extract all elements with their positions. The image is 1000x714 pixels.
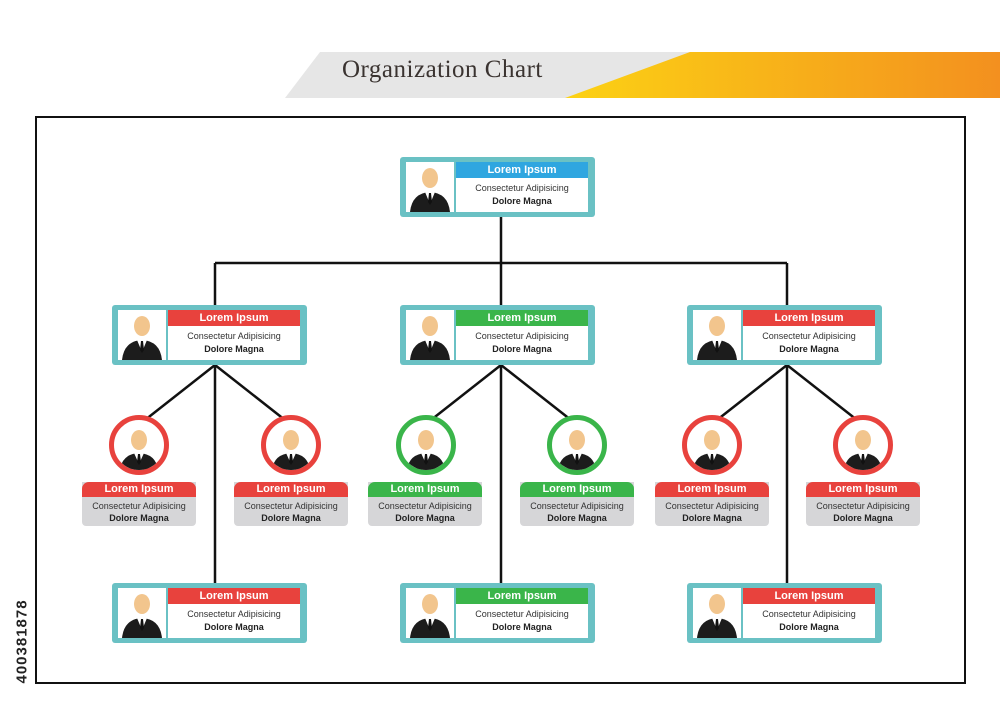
- circle-node-detail: Dolore Magna: [109, 513, 169, 523]
- circle-node-subtitle: Consectetur Adipisicing: [244, 501, 338, 511]
- person-avatar-icon: [261, 415, 321, 475]
- circle-node-detail: Dolore Magna: [547, 513, 607, 523]
- circle-node-label: Lorem Ipsum Consectetur Adipisicing Dolo…: [234, 482, 348, 526]
- stock-id-watermark: 400381878: [10, 475, 34, 695]
- person-avatar-icon: [406, 588, 454, 638]
- org-card-top: Lorem Ipsum Consectetur Adipisicing Dolo…: [400, 157, 595, 217]
- circle-node-subtitle: Consectetur Adipisicing: [665, 501, 759, 511]
- circle-node-detail: Dolore Magna: [833, 513, 893, 523]
- circle-node-title: Lorem Ipsum: [368, 482, 482, 497]
- card-title: Lorem Ipsum: [168, 588, 300, 604]
- chart-frame: [35, 116, 966, 684]
- person-avatar-icon: [396, 415, 456, 475]
- person-avatar-icon: [833, 415, 893, 475]
- org-card-mid-center: Lorem Ipsum Consectetur Adipisicing Dolo…: [400, 305, 595, 365]
- circle-node-label: Lorem Ipsum Consectetur Adipisicing Dolo…: [520, 482, 634, 526]
- circle-node-label: Lorem Ipsum Consectetur Adipisicing Dolo…: [655, 482, 769, 526]
- card-title: Lorem Ipsum: [456, 588, 588, 604]
- stock-id-text: 400381878: [13, 599, 31, 684]
- card-title: Lorem Ipsum: [743, 310, 875, 326]
- circle-node-title: Lorem Ipsum: [655, 482, 769, 497]
- card-detail: Dolore Magna: [779, 344, 839, 354]
- connector-right-circle-b: [786, 364, 858, 421]
- circle-node-detail: Dolore Magna: [261, 513, 321, 523]
- circle-node-title: Lorem Ipsum: [234, 482, 348, 497]
- org-card-mid-right: Lorem Ipsum Consectetur Adipisicing Dolo…: [687, 305, 882, 365]
- card-subtitle: Consectetur Adipisicing: [762, 609, 856, 619]
- card-detail: Dolore Magna: [204, 344, 264, 354]
- circle-node-subtitle: Consectetur Adipisicing: [92, 501, 186, 511]
- connector-left-circle-b: [214, 364, 286, 421]
- circle-node-detail: Dolore Magna: [682, 513, 742, 523]
- person-avatar-icon: [693, 310, 741, 360]
- person-avatar-icon: [118, 310, 166, 360]
- card-subtitle: Consectetur Adipisicing: [187, 331, 281, 341]
- person-avatar-icon: [547, 415, 607, 475]
- circle-node-title: Lorem Ipsum: [520, 482, 634, 497]
- card-title: Lorem Ipsum: [743, 588, 875, 604]
- person-avatar-icon: [682, 415, 742, 475]
- org-card-bottom-left: Lorem Ipsum Consectetur Adipisicing Dolo…: [112, 583, 307, 643]
- person-avatar-icon: [109, 415, 169, 475]
- circle-node-subtitle: Consectetur Adipisicing: [378, 501, 472, 511]
- person-avatar-icon: [693, 588, 741, 638]
- card-title: Lorem Ipsum: [456, 310, 588, 326]
- connector-center-circle-b: [500, 364, 572, 421]
- card-subtitle: Consectetur Adipisicing: [475, 331, 569, 341]
- title-banner: [285, 52, 1000, 98]
- connector-center-circle-a: [430, 364, 502, 421]
- card-title: Lorem Ipsum: [168, 310, 300, 326]
- circle-node-label: Lorem Ipsum Consectetur Adipisicing Dolo…: [82, 482, 196, 526]
- card-detail: Dolore Magna: [779, 622, 839, 632]
- card-title: Lorem Ipsum: [456, 162, 588, 178]
- circle-node-subtitle: Consectetur Adipisicing: [816, 501, 910, 511]
- card-subtitle: Consectetur Adipisicing: [187, 609, 281, 619]
- connector-left-circle-a: [144, 364, 216, 421]
- page-title: Organization Chart: [342, 56, 543, 83]
- card-detail: Dolore Magna: [492, 344, 552, 354]
- connector-right-circle-a: [716, 364, 788, 421]
- circle-node-title: Lorem Ipsum: [82, 482, 196, 497]
- org-card-bottom-right: Lorem Ipsum Consectetur Adipisicing Dolo…: [687, 583, 882, 643]
- circle-node-label: Lorem Ipsum Consectetur Adipisicing Dolo…: [806, 482, 920, 526]
- card-subtitle: Consectetur Adipisicing: [475, 183, 569, 193]
- card-subtitle: Consectetur Adipisicing: [762, 331, 856, 341]
- org-card-mid-left: Lorem Ipsum Consectetur Adipisicing Dolo…: [112, 305, 307, 365]
- banner-orange-band: [565, 52, 1000, 98]
- person-avatar-icon: [406, 310, 454, 360]
- circle-node-detail: Dolore Magna: [395, 513, 455, 523]
- circle-node-subtitle: Consectetur Adipisicing: [530, 501, 624, 511]
- circle-node-label: Lorem Ipsum Consectetur Adipisicing Dolo…: [368, 482, 482, 526]
- org-card-bottom-center: Lorem Ipsum Consectetur Adipisicing Dolo…: [400, 583, 595, 643]
- person-avatar-icon: [406, 162, 454, 212]
- card-detail: Dolore Magna: [204, 622, 264, 632]
- circle-node-title: Lorem Ipsum: [806, 482, 920, 497]
- card-subtitle: Consectetur Adipisicing: [475, 609, 569, 619]
- card-detail: Dolore Magna: [492, 622, 552, 632]
- person-avatar-icon: [118, 588, 166, 638]
- card-detail: Dolore Magna: [492, 196, 552, 206]
